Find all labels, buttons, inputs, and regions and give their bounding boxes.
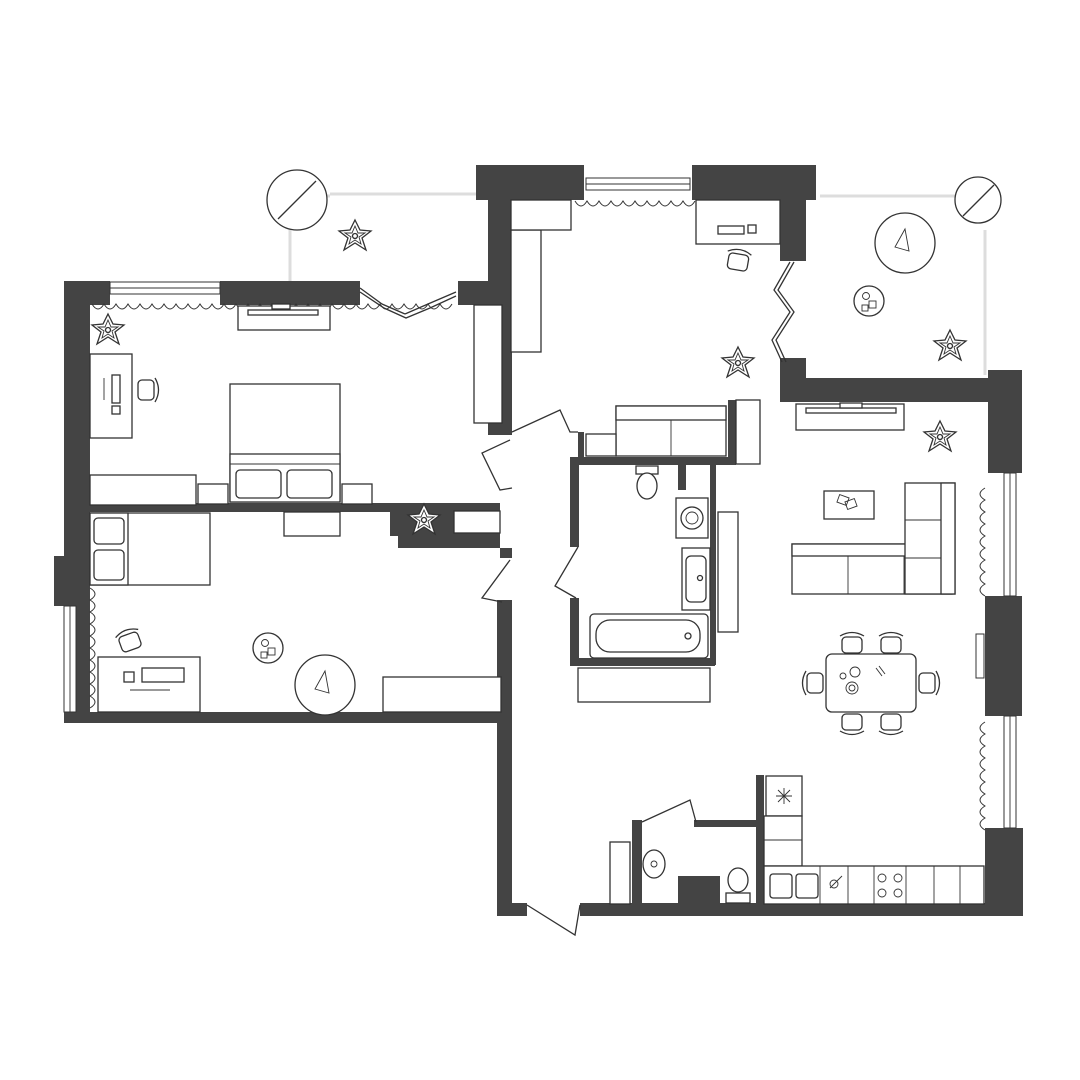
side-table-icon (853, 285, 885, 317)
windows (63, 177, 1017, 829)
tv-unit (237, 303, 331, 331)
bedroom-2 (89, 503, 502, 716)
nightstand-left (197, 483, 229, 505)
fridge (765, 775, 803, 817)
kitchen-counter (763, 815, 985, 905)
wc (609, 841, 751, 905)
plant-icon (91, 313, 125, 345)
cabinet (735, 399, 761, 465)
cabinet (510, 199, 572, 231)
plant-icon (338, 219, 372, 251)
doors (359, 261, 795, 937)
plant-icon (933, 329, 967, 361)
desk (695, 199, 781, 245)
toilet (635, 465, 659, 500)
nightstand-right (341, 483, 373, 505)
bathroom (577, 399, 761, 703)
round-pouf-icon (874, 212, 936, 274)
stove (877, 873, 903, 898)
tv-unit (795, 402, 905, 431)
plant-icon (923, 420, 957, 452)
double-bed (229, 383, 341, 503)
low-cabinet (382, 676, 502, 713)
round-table-balcony-right (954, 176, 1002, 224)
coffee-table (823, 490, 875, 520)
cabinet (585, 433, 617, 457)
washing-machine (675, 497, 709, 539)
sink-double (769, 873, 819, 899)
round-table-balcony-left (266, 169, 328, 231)
bathtub (589, 613, 709, 659)
shoe-cabinet (453, 510, 501, 534)
desk (89, 353, 133, 439)
desk-chair (724, 246, 753, 273)
bedroom-1 (89, 303, 503, 506)
wardrobe (510, 229, 542, 353)
tap-icon (829, 875, 843, 889)
wardrobe-tall (473, 304, 503, 424)
wardrobe (577, 667, 711, 703)
sofa-bench (615, 405, 727, 457)
cabinet (609, 841, 631, 905)
round-pouf-icon (294, 654, 356, 716)
l-sofa (791, 482, 956, 595)
side-table-icon (252, 632, 284, 664)
desk-chair (137, 377, 160, 403)
wardrobe (89, 474, 197, 506)
toilet (725, 867, 751, 904)
balcony-left (266, 169, 480, 282)
desk-chair (113, 625, 145, 655)
shelf (717, 511, 739, 633)
single-bed (89, 512, 211, 586)
plant-icon (721, 346, 755, 378)
balcony-right (820, 176, 1002, 375)
study-balcony (510, 199, 781, 378)
dining-table (825, 653, 917, 713)
sink (642, 849, 666, 879)
sink (681, 547, 711, 611)
living-kitchen (763, 402, 985, 905)
desk (97, 656, 201, 713)
desk-small (283, 511, 341, 537)
